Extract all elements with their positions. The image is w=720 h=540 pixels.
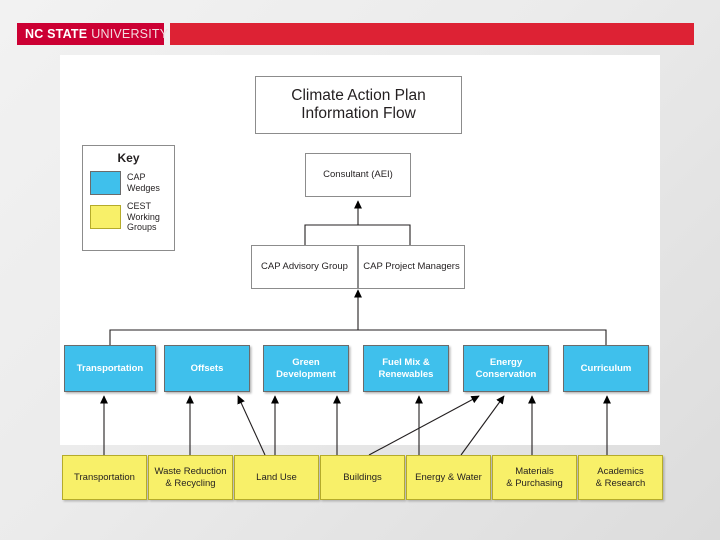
diagram-title-line-1: Climate Action Plan [291, 86, 426, 104]
wedge-label: Offsets [190, 362, 224, 374]
working-group-label: Transportation [74, 471, 135, 483]
working-group-box-academics-research: Academics & Research [578, 455, 663, 500]
working-group-box-transportation: Transportation [62, 455, 147, 500]
working-group-label: Materials & Purchasing [506, 466, 563, 488]
cap-project-managers-label: CAP Project Managers [363, 261, 460, 273]
consultant-box: Consultant (AEI) [305, 153, 411, 197]
working-group-label: Buildings [343, 471, 382, 483]
working-group-box-land-use: Land Use [234, 455, 319, 500]
working-group-label: Energy & Water [415, 471, 482, 483]
cap-wedges-label-line-1: CAP [127, 172, 146, 183]
wedge-label-line-2: Renewables [378, 368, 434, 380]
wedge-label-line-1: Energy [489, 357, 523, 369]
wedge-label-line-2: Conservation [475, 368, 537, 380]
working-group-label-line-1: Academics [597, 466, 644, 478]
cest-groups-label: CEST Working Groups [127, 201, 160, 233]
cest-groups-label-line-2: Working [127, 211, 160, 222]
working-group-box-buildings: Buildings [320, 455, 405, 500]
wedge-box-energy-conservation: Energy Conservation [463, 345, 549, 392]
key-item-cap-wedges: CAP Wedges [83, 171, 174, 195]
consultant-label: Consultant (AEI) [323, 169, 393, 181]
key-legend: Key CAP Wedges CEST Working Groups [82, 145, 175, 251]
working-group-label-line-1: Waste Reduction [154, 466, 227, 478]
cest-groups-label-line-1: CEST [127, 201, 152, 211]
brand-light-text: UNIVERSITY [91, 27, 169, 41]
brand-bar-fill [170, 23, 694, 45]
key-title: Key [117, 151, 140, 165]
wedge-box-transportation: Transportation [64, 345, 156, 392]
working-group-label-line-2: & Recycling [165, 477, 216, 489]
working-group-label-line-1: Materials [515, 466, 554, 478]
working-group-label: Land Use [256, 471, 297, 483]
cap-advisory-group-box: CAP Advisory Group [251, 245, 358, 289]
cap-advisory-group-label: CAP Advisory Group [261, 261, 348, 273]
key-item-cest-working-groups: CEST Working Groups [83, 201, 174, 233]
cap-wedges-label: CAP Wedges [127, 172, 160, 193]
wedge-label-line-2: Development [276, 368, 336, 380]
cest-groups-swatch [90, 204, 121, 229]
working-group-label-line-2: & Purchasing [506, 477, 563, 489]
working-group-box-energy-water: Energy & Water [406, 455, 491, 500]
wedge-box-green-development: Green Development [263, 345, 349, 392]
cest-groups-label-line-3: Groups [127, 222, 157, 233]
cap-project-managers-box: CAP Project Managers [358, 245, 465, 289]
diagram-title-text: Climate Action Plan Information Flow [291, 87, 425, 124]
wedge-label: Energy Conservation [476, 357, 537, 379]
diagram-title-line-2: Information Flow [301, 105, 416, 122]
wedge-box-curriculum: Curriculum [563, 345, 649, 392]
working-group-box-waste-reduction-recycling: Waste Reduction & Recycling [148, 455, 233, 500]
working-group-label: Waste Reduction & Recycling [155, 466, 227, 488]
cap-wedges-label-line-2: Wedges [127, 183, 160, 193]
working-group-box-materials-purchasing: Materials & Purchasing [492, 455, 577, 500]
brand-bold-text: NC STATE [25, 27, 88, 41]
wedge-label-line-1: Green [292, 357, 320, 369]
wedge-box-offsets: Offsets [164, 345, 250, 392]
cap-wedges-swatch [90, 171, 121, 195]
working-group-label-line-2: & Research [595, 477, 646, 489]
wedge-label: Curriculum [580, 362, 632, 374]
wedge-box-fuel-mix-renewables: Fuel Mix & Renewables [363, 345, 449, 392]
wedge-label: Transportation [76, 362, 144, 374]
wedge-label: Green Development [276, 357, 336, 379]
diagram-title-box: Climate Action Plan Information Flow [255, 76, 462, 134]
working-group-label: Academics & Research [596, 466, 646, 488]
wedge-label-line-1: Fuel Mix & [382, 357, 430, 369]
wedge-label: Fuel Mix & Renewables [379, 357, 434, 379]
